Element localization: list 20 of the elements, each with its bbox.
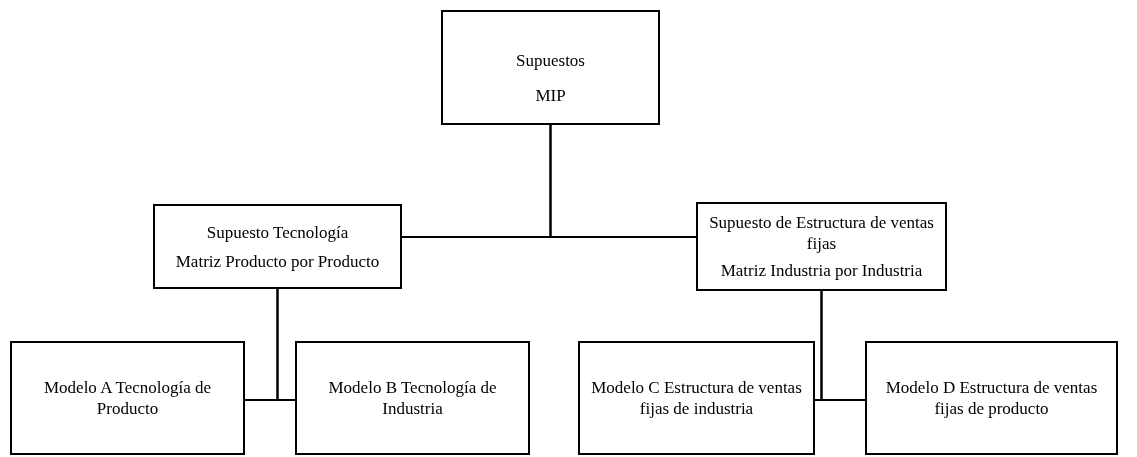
text-box <box>10 341 245 455</box>
box-text: MIP <box>535 84 566 106</box>
text-box <box>153 204 402 289</box>
connector-line <box>820 290 866 401</box>
text-box <box>578 341 815 455</box>
text-box <box>441 10 660 125</box>
text-box <box>696 202 947 291</box>
box-text: Supuestos <box>516 49 585 71</box>
connector-line <box>276 288 296 401</box>
connector-line <box>549 124 697 238</box>
box-text: Supuesto Tecnología <box>206 221 349 243</box>
box-text: Modelo A Tecnología de Producto <box>42 377 213 419</box>
text-box <box>295 341 530 455</box>
box-text: Matriz Producto por Producto <box>175 250 380 272</box>
box-text: Matriz Industria por Industria <box>720 260 923 281</box>
box-text: Modelo C Estructura de ventas fijas de industria <box>590 377 803 419</box>
box-text: Modelo B Tecnología de Industria <box>327 377 498 419</box>
text-box <box>865 341 1118 455</box>
box-text: Supuesto de Estructura de ventas fijas <box>708 212 935 254</box>
box-text: Modelo D Estructura de ventas fijas de producto <box>884 377 1099 419</box>
